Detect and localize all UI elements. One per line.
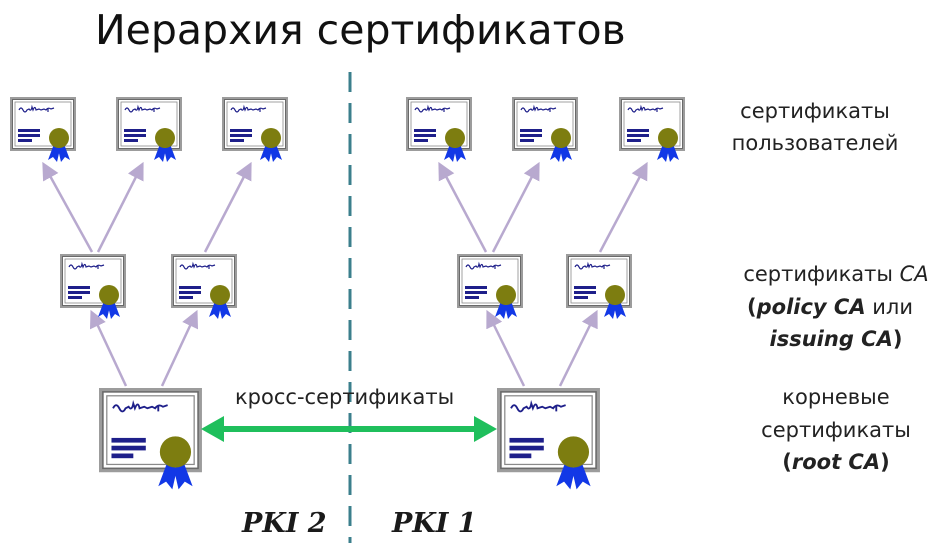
tree-arrow <box>89 309 128 387</box>
certificate-icon <box>511 96 579 163</box>
pki-left-label: PKI 2 <box>241 508 327 539</box>
user-certs-label-line1: сертификаты <box>740 99 890 123</box>
certificate-icon <box>405 96 473 163</box>
tree-arrow <box>203 161 252 253</box>
page-title: Иерархия сертификатов <box>95 6 626 54</box>
tree-arrow <box>96 161 144 253</box>
certificate-icon <box>456 253 524 320</box>
tree-arrow <box>486 309 526 387</box>
root-certs-label-line1: корневые <box>782 385 889 409</box>
root-certificate-icon <box>98 387 203 491</box>
root-certificate-icon <box>496 387 601 491</box>
ca-certs-label-line2: (policy CA или <box>747 295 913 319</box>
certificate-icon <box>9 96 77 163</box>
certificate-icon <box>618 96 686 163</box>
root-certs-label-line2: сертификаты <box>761 418 911 442</box>
cross-certificates-label: кросс-сертификаты <box>235 385 454 409</box>
tree-arrow <box>438 161 488 253</box>
user-certs-label-line2: пользователей <box>732 131 899 155</box>
ca-certs-label-line1: сертификаты CA <box>743 262 928 286</box>
tree-arrow <box>491 161 540 253</box>
certificate-icon <box>170 253 238 320</box>
tree-arrow <box>160 309 199 387</box>
certificate-icon <box>221 96 289 163</box>
pki-right-label: PKI 1 <box>391 508 477 539</box>
root-certs-label-line3: (root CA) <box>782 450 889 474</box>
ca-certs-label-line3: issuing CA) <box>770 327 903 351</box>
certificate-icon <box>565 253 633 320</box>
tree-arrow <box>558 309 598 387</box>
certificate-icon <box>59 253 127 320</box>
certificate-icon <box>115 96 183 163</box>
tree-arrow <box>598 161 648 253</box>
tree-arrow <box>42 161 94 253</box>
cross-certification-arrow <box>201 416 497 442</box>
